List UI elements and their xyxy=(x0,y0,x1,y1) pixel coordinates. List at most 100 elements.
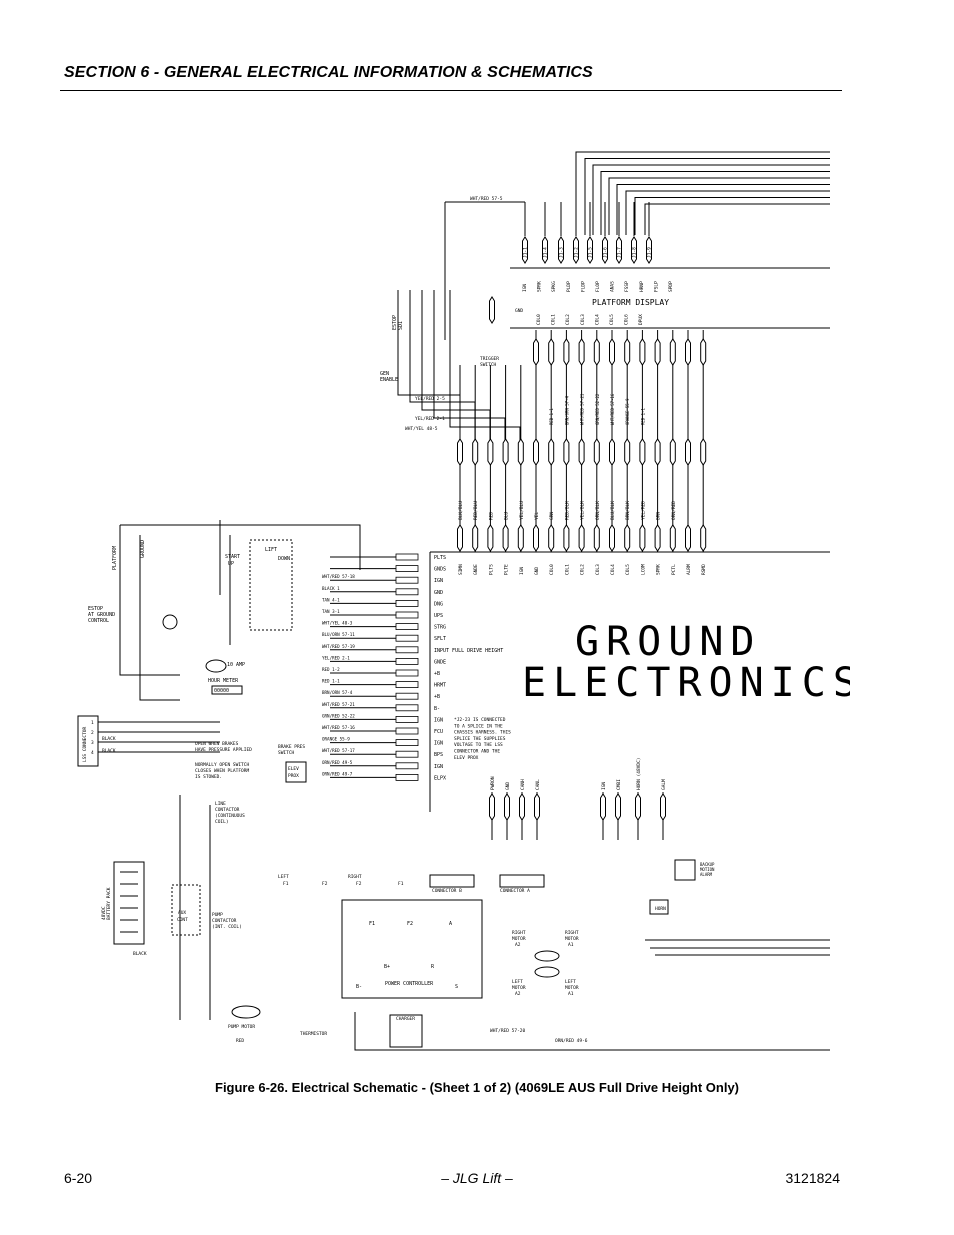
component-label: F1 xyxy=(283,881,289,887)
wire-label: WHT/YEL 48-5 xyxy=(405,426,438,432)
wire-label: YEL/RED 2-5 xyxy=(415,396,445,402)
lss-connector xyxy=(77,715,99,767)
connector-a xyxy=(499,874,545,888)
signal-label: GALM xyxy=(661,779,667,790)
connector-pin xyxy=(624,338,631,366)
signal-label: COL1 xyxy=(551,314,557,325)
component-label: CLOSES WHEN PLATFORM xyxy=(195,768,249,774)
aux-cont xyxy=(171,884,201,936)
splice-note: SPLICE THE SUPPLIES xyxy=(454,736,506,742)
document-number: 3121824 xyxy=(785,1170,840,1186)
component-label: PUMP xyxy=(212,912,223,918)
connector-pin xyxy=(517,524,524,552)
connector-pin xyxy=(563,338,570,366)
page-number: 6-20 xyxy=(64,1170,93,1186)
wire xyxy=(584,158,830,235)
splice-note: VOLTAGE TO THE LSS xyxy=(454,742,503,748)
component-label: UP xyxy=(228,561,234,567)
component-label: SDI xyxy=(398,321,404,330)
connector-pin xyxy=(639,438,646,466)
component-label: SWITCH xyxy=(278,750,295,756)
signal-label: PWRON xyxy=(490,776,496,790)
component-label: GEN xyxy=(380,371,389,377)
splice-note: CONNECTOR AND THE xyxy=(454,749,500,755)
signal-label: BPS xyxy=(434,752,443,758)
connector-pin xyxy=(395,704,419,712)
connector-pin xyxy=(395,669,419,677)
connector-pin xyxy=(395,774,419,781)
connector-pin xyxy=(700,524,707,552)
connector-pin xyxy=(533,338,539,366)
connector-pin xyxy=(685,338,691,366)
wire xyxy=(575,151,830,235)
signal-label: CANL xyxy=(535,779,541,790)
component-label: 10 AMP xyxy=(227,662,245,668)
component-label: R xyxy=(431,964,435,970)
component-label: ENABLE xyxy=(380,377,398,383)
wire xyxy=(354,1012,830,1051)
pin-label: J1-1 xyxy=(523,247,529,258)
connector-pin xyxy=(517,438,524,466)
signal-label: +B xyxy=(434,671,440,677)
pin-label: J1-9 xyxy=(647,247,653,258)
hour-meter xyxy=(211,685,243,695)
connector-pin xyxy=(457,524,463,552)
component-label: COIL) xyxy=(215,819,229,825)
signal-label: GNDS xyxy=(434,567,446,573)
component-label: LSS CONNECTOR xyxy=(82,726,88,762)
signal-label: SPKG xyxy=(551,281,557,292)
figure-caption: Figure 6-26. Electrical Schematic - (She… xyxy=(215,1080,739,1095)
signal-label: COL0 xyxy=(549,564,555,575)
component-label: RIGHT xyxy=(565,930,579,936)
signal-label: HRNP xyxy=(639,281,645,292)
pump-motor xyxy=(231,1005,261,1019)
pin-label: J1-2 xyxy=(574,247,580,258)
connector-pin xyxy=(600,793,606,821)
signal-label: PCTL xyxy=(671,564,677,575)
connector-pin xyxy=(654,524,661,552)
component-label: CONTACTOR xyxy=(212,918,237,924)
wire-label: WHT/RED 57-16 xyxy=(610,393,615,425)
signal-label: FCU xyxy=(434,729,443,735)
wire-color-label: YEL/BLU xyxy=(519,501,525,520)
connector-pin xyxy=(533,524,539,552)
connector-pin xyxy=(593,338,600,366)
connector-pin xyxy=(395,623,419,631)
component-label: IS STOWED. xyxy=(195,774,222,780)
wire xyxy=(644,203,830,235)
connector-pin xyxy=(395,588,419,596)
wire-label: WHT/RED 57-21 xyxy=(580,393,585,425)
connector-pin xyxy=(548,438,555,466)
pin-label: 2 xyxy=(91,730,94,736)
connector-pin xyxy=(654,338,661,366)
wire-color-label: YEL/RED xyxy=(640,501,646,520)
wire-label: RED 1-1 xyxy=(640,408,645,425)
signal-label: PLDP xyxy=(566,281,572,292)
backup-motion-alarm xyxy=(674,859,696,881)
wire xyxy=(120,524,361,570)
component-label: SWITCH xyxy=(480,362,497,368)
connector-pin xyxy=(593,438,600,466)
signal-label: DPUX xyxy=(638,314,644,325)
wire-label: RED 1-2 xyxy=(322,667,340,672)
fuse-10-amp xyxy=(205,659,227,673)
signal-label: GND xyxy=(505,782,511,790)
component-label: (INT. COIL) xyxy=(212,924,242,930)
pin-label: J1-7 xyxy=(617,247,623,258)
connector-pin xyxy=(700,438,707,466)
connector-pin xyxy=(395,611,419,619)
component-label: F2 xyxy=(356,881,362,887)
splice-note: CHASSIS HARNESS. THIS xyxy=(454,730,511,736)
component-label: A2 xyxy=(515,942,521,948)
left-motor xyxy=(534,966,560,978)
component-label: LEFT xyxy=(565,979,576,985)
splice-note: TO A SPLICE IN THE xyxy=(454,723,503,729)
pin-label: 1 xyxy=(91,720,94,726)
connector-pin xyxy=(635,793,641,821)
wire xyxy=(600,171,830,235)
component-label: F2 xyxy=(322,881,328,887)
signal-label: CANH xyxy=(520,779,526,790)
wire-color-label: GRN xyxy=(549,512,555,520)
header-rule xyxy=(60,90,842,91)
wire xyxy=(608,177,830,235)
